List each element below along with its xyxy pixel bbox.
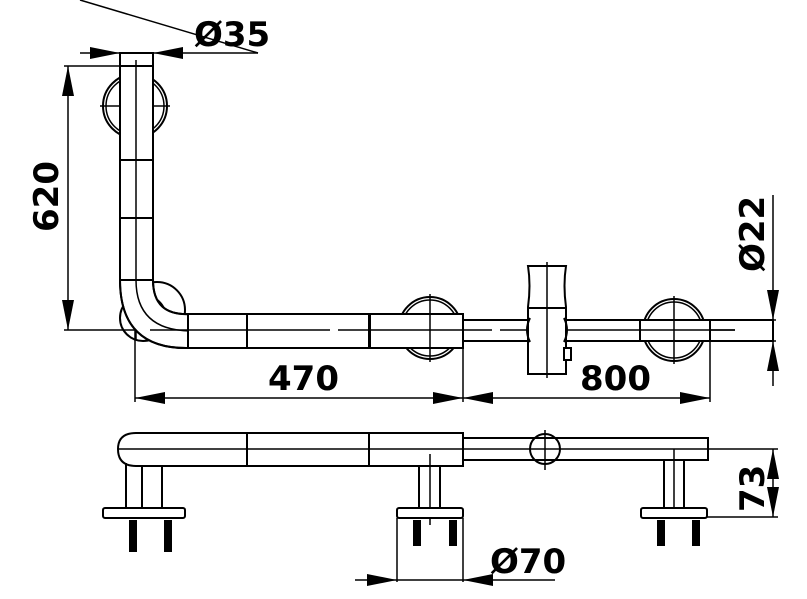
label-height-73: 73 <box>733 464 773 512</box>
middle-post <box>396 454 464 582</box>
label-diameter-70: Ø70 <box>490 542 567 582</box>
dim-diameter-22 <box>710 195 779 386</box>
vertical-tube <box>119 52 154 340</box>
sliding-bracket <box>526 262 572 378</box>
side-bar-thick <box>116 432 464 467</box>
label-diameter-35: Ø35 <box>194 15 271 55</box>
dim-diameter-70 <box>355 574 555 586</box>
right-post <box>640 449 708 546</box>
dim-height-73 <box>707 448 779 518</box>
label-vertical-620: 620 <box>27 161 67 232</box>
side-view <box>102 430 779 586</box>
label-diameter-22: Ø22 <box>733 195 773 272</box>
top-view <box>62 0 779 404</box>
right-wall-flange <box>639 296 735 364</box>
label-horizontal-470: 470 <box>268 359 339 399</box>
label-horizontal-800: 800 <box>580 359 651 399</box>
left-post <box>102 463 186 552</box>
middle-wall-flange <box>369 294 464 362</box>
dim-horizontal-800 <box>463 341 711 404</box>
dim-diameter-35 <box>79 0 259 59</box>
side-bar-thin <box>462 430 709 470</box>
dim-horizontal-470 <box>134 330 464 404</box>
dim-vertical-620 <box>62 65 200 331</box>
